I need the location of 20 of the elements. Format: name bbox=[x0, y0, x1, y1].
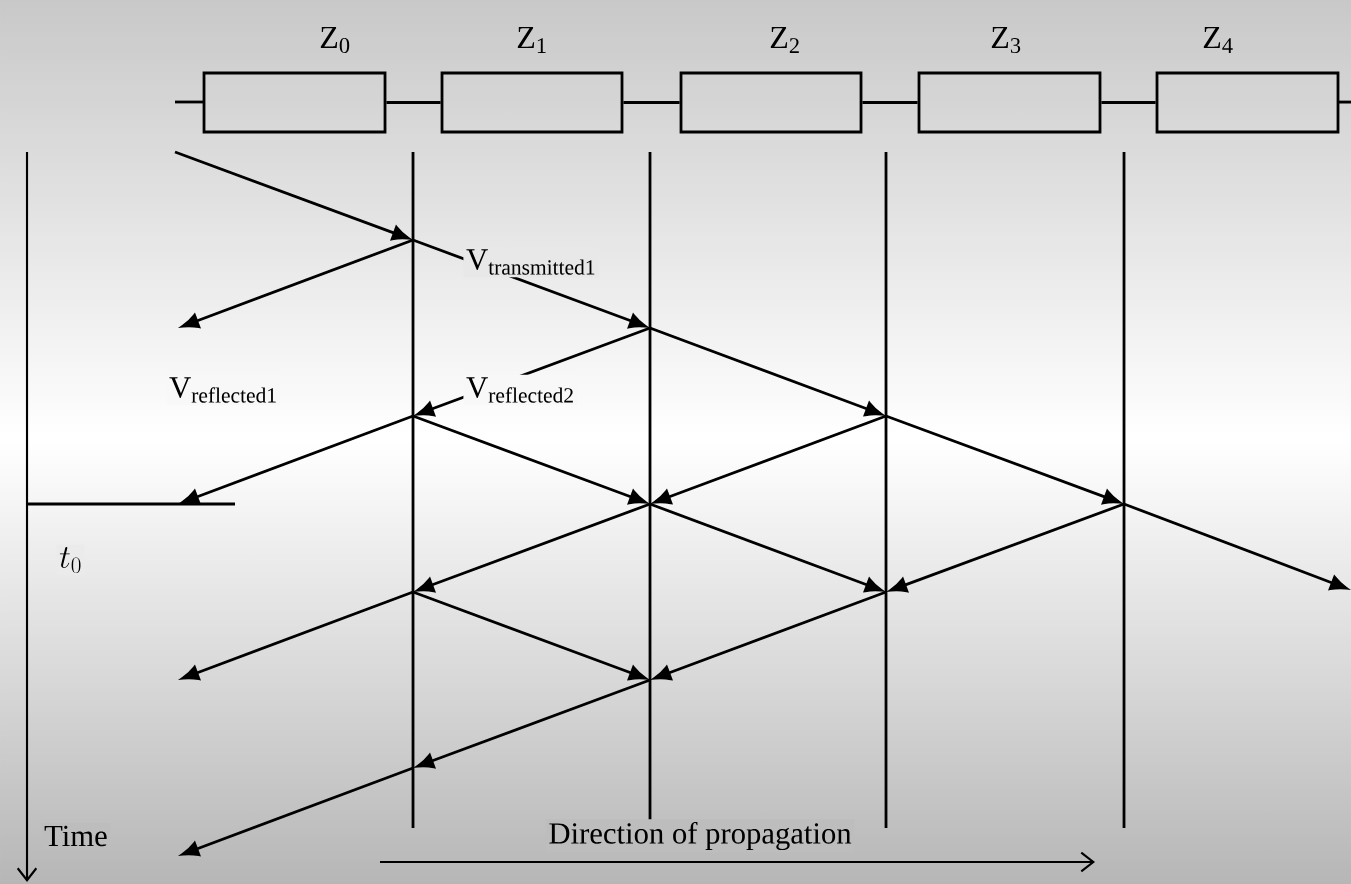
wave-label: $\mathrm{V}_{\mathrm{reflected1}}$ bbox=[166, 374, 281, 406]
node-label: Z$_{2}$ bbox=[770, 27, 799, 53]
wave-label: Direction of propagation bbox=[545, 819, 855, 853]
wave-label: Time bbox=[41, 823, 111, 849]
wire bbox=[386, 101, 441, 104]
resistor-box: Z$_{1}$ bbox=[440, 27, 624, 134]
node-label: Z$_{1}$ bbox=[517, 27, 546, 53]
node-label: Z$_{0}$ bbox=[320, 26, 350, 54]
wire bbox=[623, 101, 680, 104]
wire bbox=[862, 101, 918, 104]
resistor-box: Z$_{3}$ bbox=[917, 26, 1102, 134]
resistor-box: Z$_{2}$ bbox=[679, 27, 863, 134]
node-label: Z$_{3}$ bbox=[991, 26, 1021, 54]
resistor-box: Z$_{0}$ bbox=[202, 26, 387, 134]
wave-label: $t_{0}$ bbox=[56, 544, 85, 576]
wave-label: $\mathrm{V}_{\mathrm{reflected2}}$ bbox=[463, 374, 578, 406]
wave-label: $\mathrm{V}_{\mathrm{transmitted1}}$ bbox=[463, 246, 599, 278]
resistor-box: Z$_{4}$ bbox=[1155, 27, 1340, 134]
wire bbox=[1101, 101, 1156, 104]
node-label: Z$_{4}$ bbox=[1203, 27, 1233, 53]
